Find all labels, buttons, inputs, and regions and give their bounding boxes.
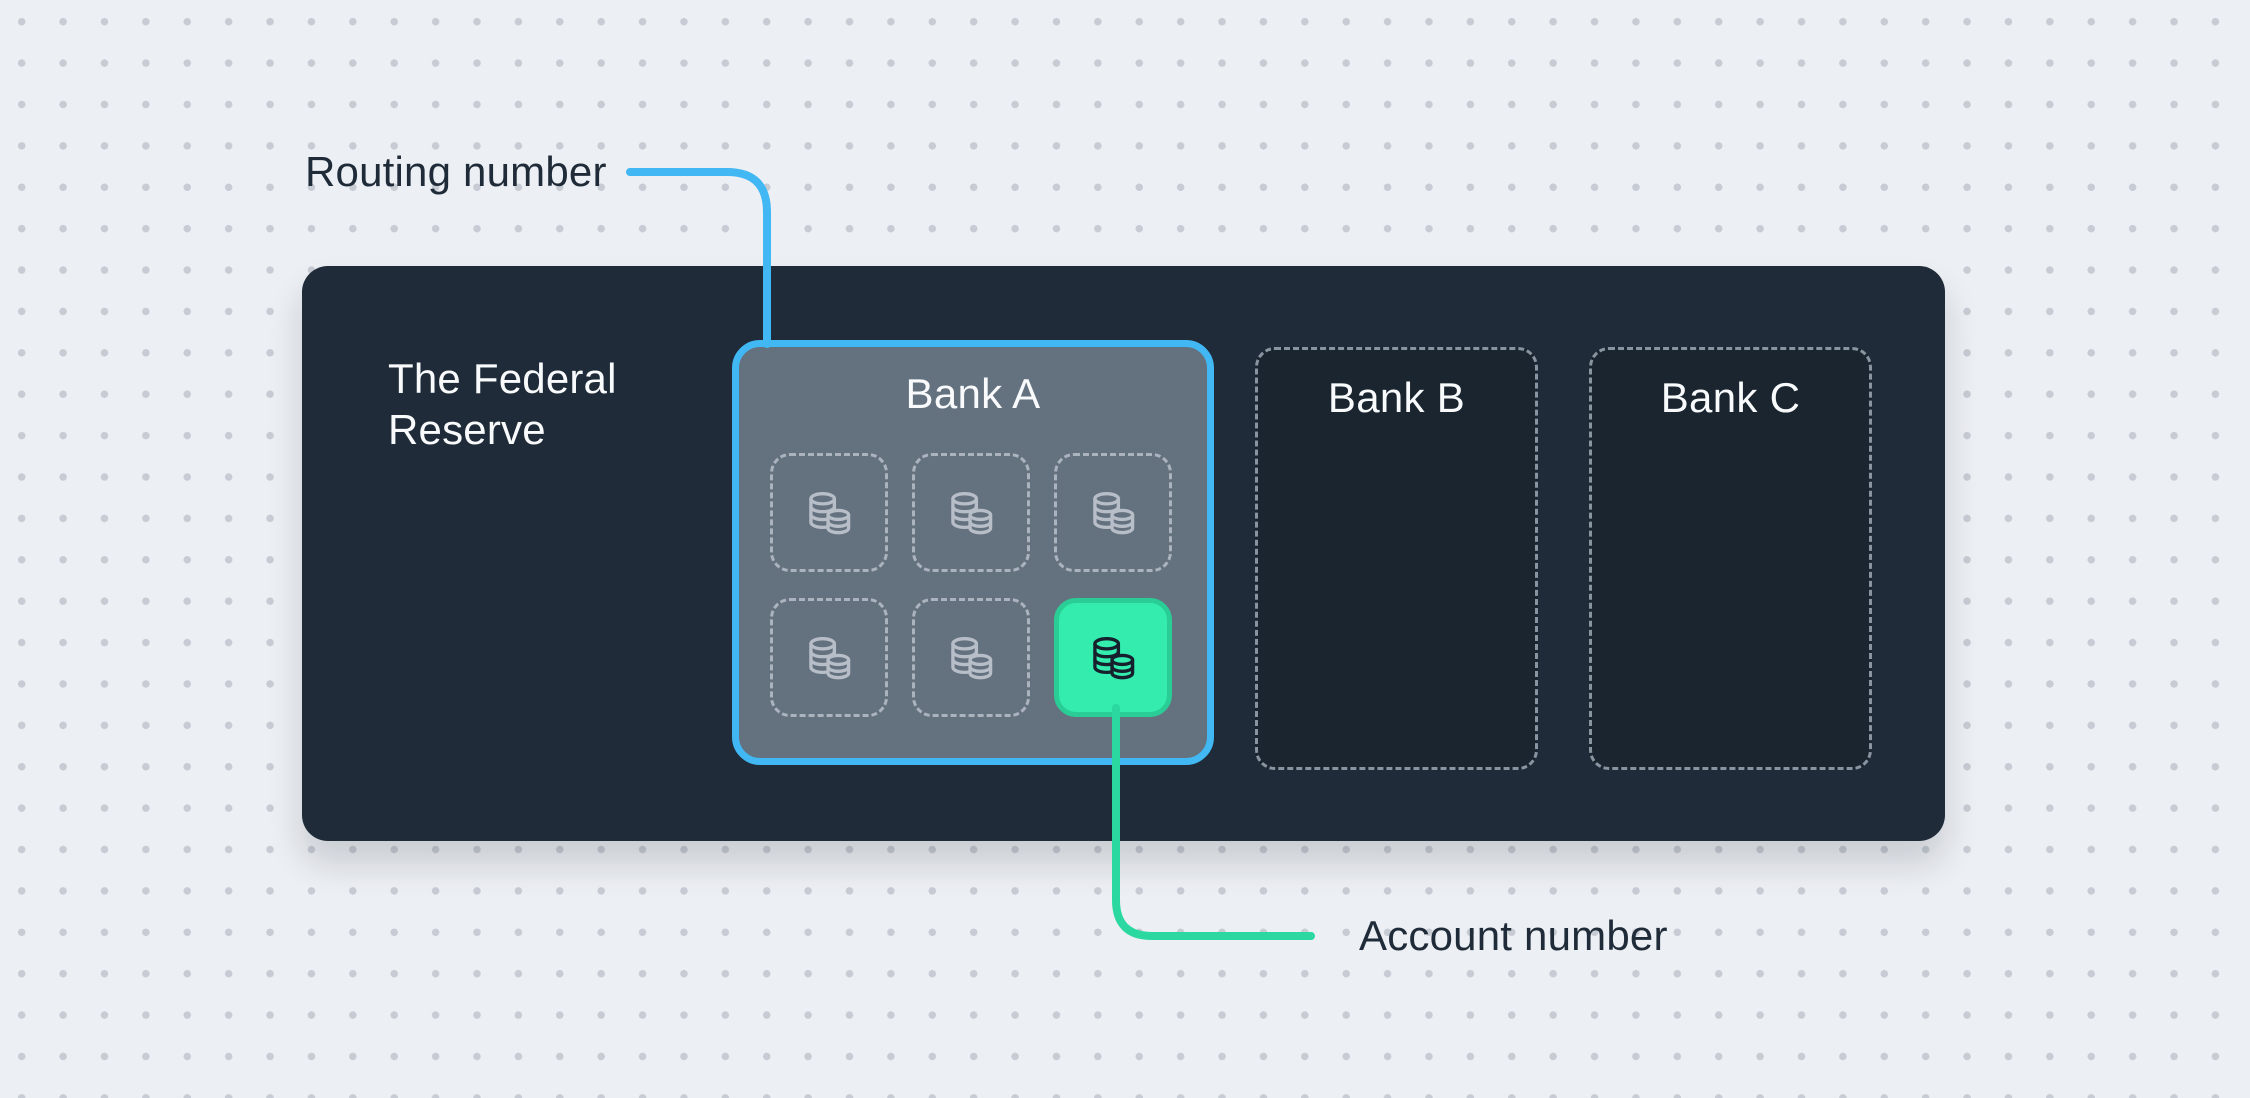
account-slot <box>912 598 1030 717</box>
account-slot <box>1054 453 1172 572</box>
bank-b-title: Bank B <box>1327 374 1466 421</box>
bank-a-title: Bank A <box>905 370 1041 417</box>
bank-a-box: Bank A <box>732 340 1214 765</box>
federal-reserve-title: The Federal Reserve <box>388 355 617 453</box>
coins-icon <box>806 490 853 535</box>
coins-icon <box>948 490 995 535</box>
account-slot <box>770 598 888 717</box>
bank-c-box: Bank C <box>1589 347 1872 770</box>
account-slot <box>770 453 888 572</box>
bank-b-box: Bank B <box>1255 347 1538 770</box>
account-slot <box>912 453 1030 572</box>
routing-number-label: Routing number <box>305 148 607 195</box>
account-number-label: Account number <box>1359 912 1668 959</box>
bank-a-account-grid <box>770 453 1172 717</box>
coins-icon <box>1090 490 1137 535</box>
coins-icon <box>806 635 853 680</box>
bank-c-title: Bank C <box>1660 374 1801 421</box>
coins-icon <box>948 635 995 680</box>
federal-reserve-box: The Federal Reserve Bank A <box>302 266 1945 841</box>
account-slot-highlighted <box>1054 598 1172 717</box>
coins-icon <box>1090 635 1137 680</box>
